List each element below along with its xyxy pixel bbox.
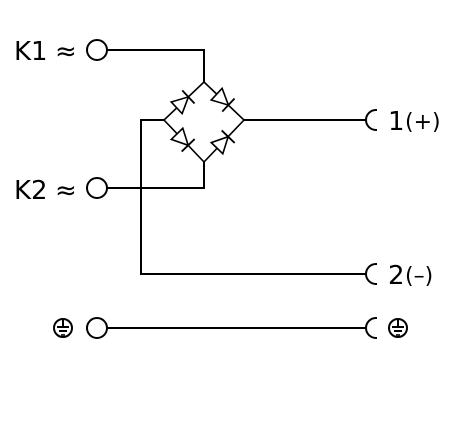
earth-ground-icon [53, 318, 73, 338]
k1-terminal [86, 39, 108, 61]
pin2-socket [365, 262, 378, 286]
k2-label: K2 [14, 176, 48, 206]
k1-ac-symbol: ≈ [55, 37, 77, 67]
earth-ground-icon [388, 318, 408, 338]
k1-wire [106, 49, 205, 83]
earth-terminal-input [86, 317, 108, 339]
pin1-socket [365, 108, 378, 132]
pin2-polarity: (–) [405, 264, 433, 289]
diode-d3 [169, 126, 196, 153]
k2-terminal [86, 177, 108, 199]
negative-wire [140, 119, 365, 275]
diode-bridge [162, 80, 246, 164]
earth-socket [365, 316, 378, 340]
bridge-outline [162, 80, 246, 164]
pin2-label: 2 [388, 261, 405, 291]
pin1-label: 1 [388, 107, 405, 137]
pin1-polarity: (+) [405, 110, 441, 135]
diode-d1 [169, 89, 196, 116]
diode-d4 [209, 129, 236, 156]
k2-wire [106, 161, 205, 189]
diode-d2 [209, 86, 236, 113]
k2-ac-symbol: ≈ [55, 176, 77, 206]
k1-label: K1 [14, 37, 48, 67]
